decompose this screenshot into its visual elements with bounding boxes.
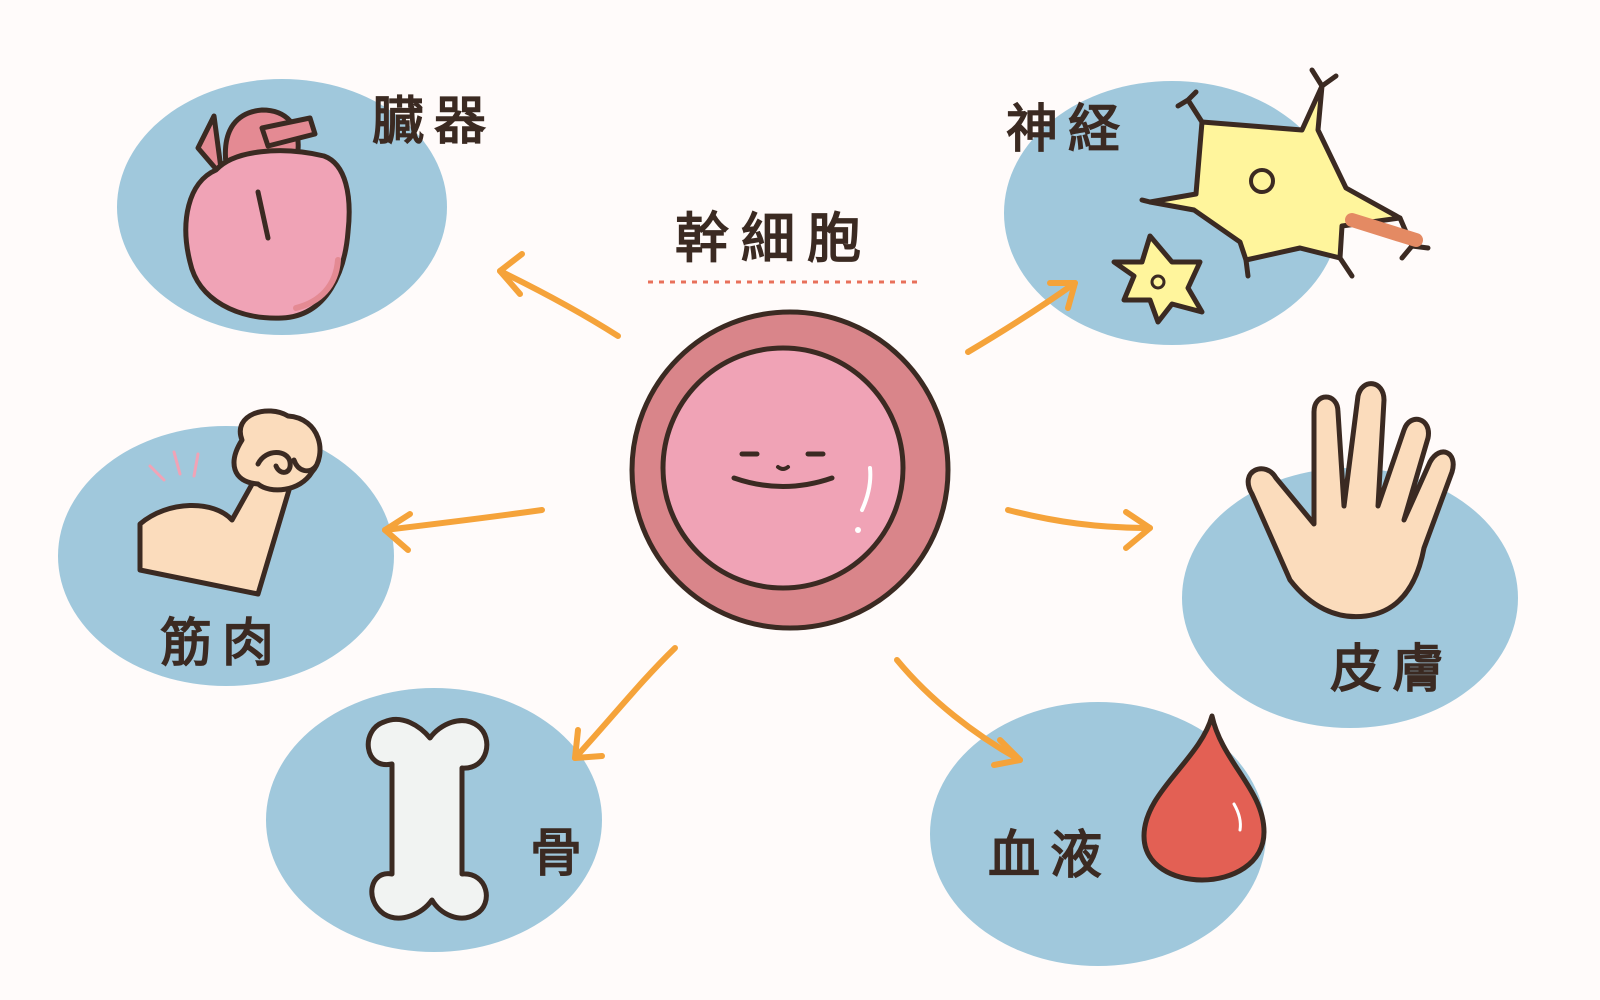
muscle-label: 筋肉 [160, 614, 285, 674]
arrow-to-organ [497, 251, 621, 339]
flexed-arm-icon [137, 408, 323, 597]
organ-label: 臓器 [372, 92, 497, 152]
neuron-icon [1111, 67, 1431, 325]
nerve-label: 神経 [1006, 100, 1131, 160]
blood-label: 血液 [988, 826, 1113, 886]
bone-icon [365, 716, 490, 921]
bone-label: 骨 [530, 824, 593, 884]
hand-icon [1245, 381, 1456, 620]
stem-cell-icon [629, 309, 951, 631]
arrow-to-bone [572, 645, 678, 761]
arrows [382, 251, 1153, 768]
heart-icon [183, 107, 352, 321]
arrow-to-muscle [382, 507, 545, 553]
title-label: 幹細胞 [675, 207, 873, 270]
blood-drop-icon [1141, 713, 1267, 883]
arrow-to-skin [1005, 507, 1153, 551]
arrow-to-nerve [965, 280, 1078, 355]
skin-label: 皮膚 [1330, 640, 1455, 700]
arrow-to-blood [894, 657, 1023, 768]
